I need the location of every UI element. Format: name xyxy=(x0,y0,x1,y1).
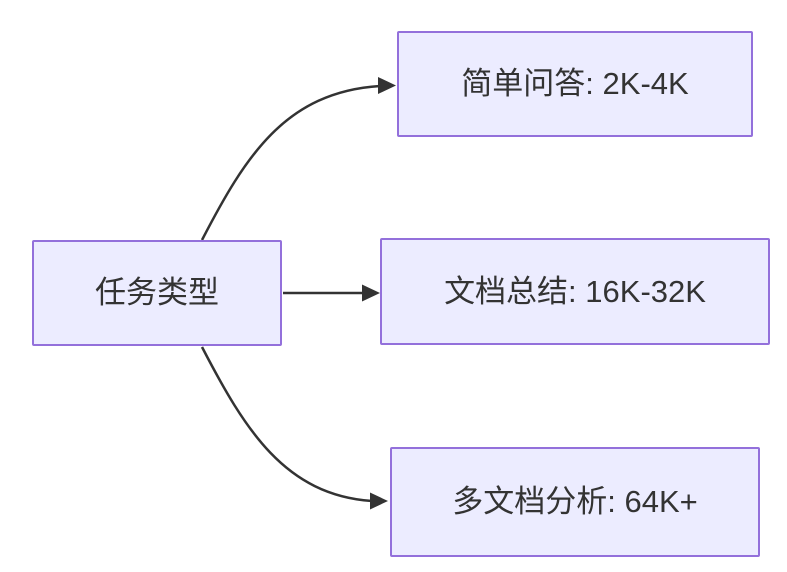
arrowhead-icon-simple-qa xyxy=(378,77,396,94)
node-simple-qa: 简单问答: 2K-4K xyxy=(397,31,753,137)
node-doc-summary: 文档总结: 16K-32K xyxy=(380,238,770,345)
node-multi-doc-analysis: 多文档分析: 64K+ xyxy=(390,447,760,557)
node-task-type: 任务类型 xyxy=(32,240,282,346)
node-task-type-label: 任务类型 xyxy=(95,275,219,311)
edge-task-type-to-simple-qa xyxy=(200,84,381,241)
edge-task-type-to-multi-doc-analysis xyxy=(200,346,373,503)
arrowhead-icon-multi-doc-analysis xyxy=(370,492,388,510)
node-multi-doc-analysis-label: 多文档分析: 64K+ xyxy=(452,484,698,520)
arrowhead-icon-doc-summary xyxy=(362,284,380,302)
node-simple-qa-label: 简单问答: 2K-4K xyxy=(461,66,689,102)
node-doc-summary-label: 文档总结: 16K-32K xyxy=(444,273,706,309)
